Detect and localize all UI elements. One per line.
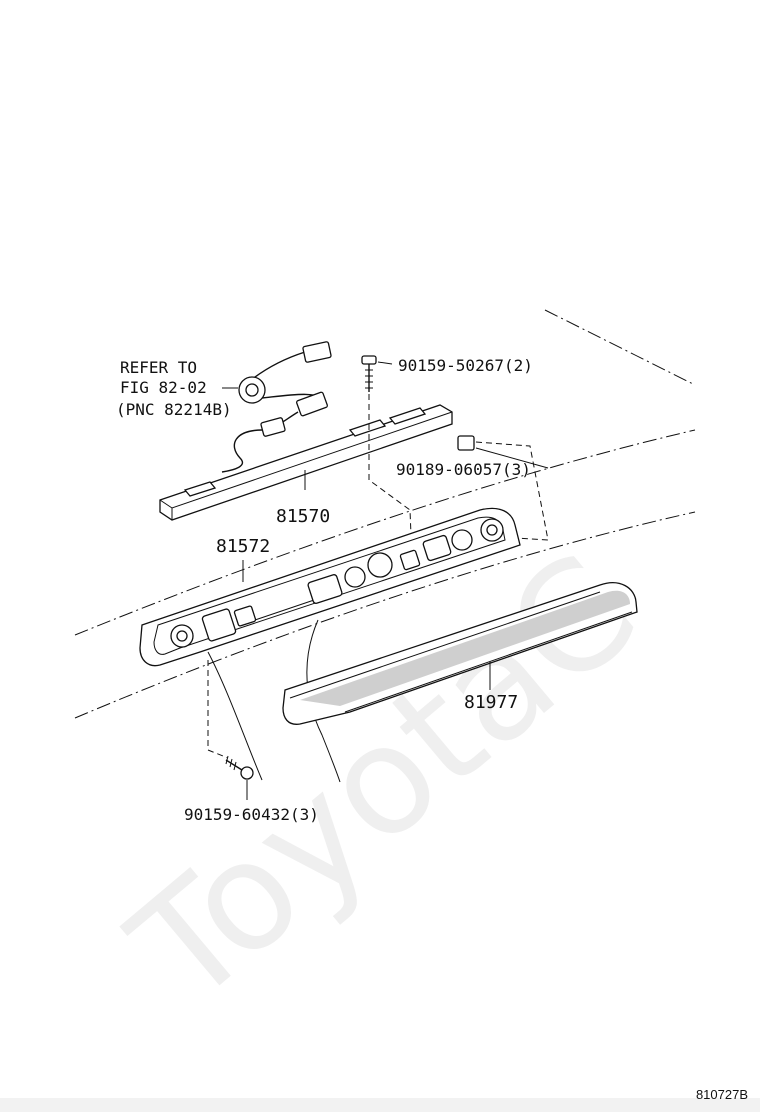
part-number-cover: 81572 (216, 536, 270, 557)
lamp-cover (139, 507, 521, 667)
part-number-clip: 90189-06057(3) (396, 460, 531, 479)
diagram-reference-code: 810727B (695, 1087, 748, 1102)
refer-to-label: REFER TO (120, 358, 197, 377)
leader-lines (222, 361, 549, 690)
screw-top-part (361, 355, 413, 561)
wire-harness (221, 341, 332, 473)
part-number-lens: 81977 (464, 692, 518, 713)
bottom-strip (0, 1098, 760, 1112)
high-mount-lamp-assy (159, 404, 453, 521)
clip-part (457, 435, 549, 541)
vehicle-outline (74, 309, 696, 783)
pnc-ref-label: (PNC 82214B) (116, 400, 232, 419)
part-number-screw-bottom: 90159-60432(3) (184, 805, 319, 824)
part-number-lamp-assy: 81570 (276, 506, 330, 527)
fig-ref-label: FIG 82-02 (120, 378, 207, 397)
screw-bottom-part (207, 660, 254, 800)
part-number-screw-top: 90159-50267(2) (398, 356, 533, 375)
lamp-lens (282, 582, 638, 725)
